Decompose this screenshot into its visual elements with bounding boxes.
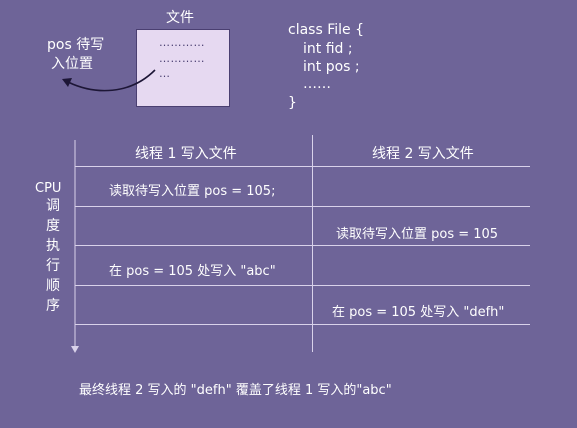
file-box: ………… ………… … — [136, 29, 230, 107]
step-3-thread1-write: 在 pos = 105 处写入 "abc" — [109, 264, 276, 279]
row-line-2 — [75, 245, 530, 246]
thread1-header: 线程 1 写入文件 — [135, 146, 237, 162]
axis-label-char-6: 序 — [46, 298, 60, 314]
code-line-1: class File { — [288, 22, 364, 38]
axis-label-char-3: 执 — [46, 238, 60, 254]
axis-label-char-2: 度 — [46, 218, 60, 234]
file-dots-line-3: … — [159, 67, 171, 80]
row-line-0 — [75, 166, 530, 167]
pos-label-line-2: 入位置 — [51, 56, 93, 72]
axis-label-char-4: 行 — [46, 258, 60, 274]
curved-pointer-arrowhead — [62, 78, 72, 87]
thread2-header: 线程 2 写入文件 — [372, 146, 474, 162]
code-line-2: int fid ; — [303, 41, 353, 57]
code-line-5: } — [288, 95, 297, 111]
axis-arrowhead — [71, 346, 79, 353]
step-4-thread2-write: 在 pos = 105 处写入 "defh" — [332, 305, 505, 320]
row-line-4 — [75, 324, 530, 325]
axis-label-char-5: 顺 — [46, 278, 60, 294]
step-1-thread1-read-pos: 读取待写入位置 pos = 105; — [109, 184, 276, 199]
axis-label-char-1: 调 — [46, 198, 60, 214]
row-line-3 — [75, 285, 530, 286]
row-line-1 — [75, 206, 530, 207]
caption: 最终线程 2 写入的 "defh" 覆盖了线程 1 写入的"abc" — [79, 383, 392, 398]
step-2-thread2-read-pos: 读取待写入位置 pos = 105 — [336, 227, 499, 242]
pos-label-line-1: pos 待写 — [47, 37, 105, 53]
axis-label-cpu: CPU — [35, 181, 62, 196]
file-dots-line-2: ………… — [159, 52, 205, 65]
code-line-4: …… — [303, 76, 331, 92]
file-dots-line-1: ………… — [159, 36, 205, 49]
code-line-3: int pos ; — [303, 59, 360, 75]
file-box-label: 文件 — [166, 10, 194, 26]
column-divider — [312, 135, 313, 352]
